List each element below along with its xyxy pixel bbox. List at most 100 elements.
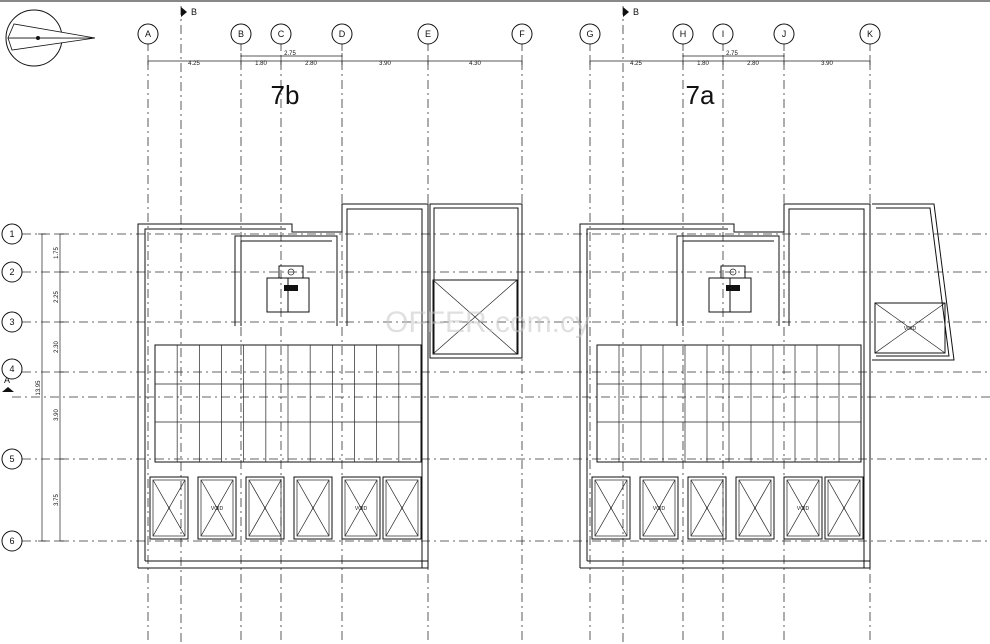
grid-bubble-a: A bbox=[137, 23, 159, 45]
row-bubble-5: 5 bbox=[1, 448, 23, 470]
svg-text:1.80: 1.80 bbox=[255, 61, 267, 67]
void-row-7a: X VOID X X VOID X bbox=[591, 476, 864, 540]
grid-bubble-e: E bbox=[417, 23, 439, 45]
building-outline-7a bbox=[579, 203, 871, 569]
grid-bubble-i: I bbox=[712, 23, 734, 45]
svg-text:D: D bbox=[339, 29, 346, 39]
tile-grid-7b bbox=[154, 344, 422, 463]
grid-bubble-f: F bbox=[511, 23, 533, 45]
void-panel: X bbox=[382, 476, 422, 540]
void-label: VOID bbox=[211, 506, 224, 512]
svg-text:1: 1 bbox=[9, 229, 14, 239]
void-panel: X bbox=[245, 476, 285, 540]
svg-text:B: B bbox=[633, 7, 639, 17]
svg-text:A: A bbox=[145, 29, 151, 39]
void-panel: VOID bbox=[197, 476, 237, 540]
plan-title-7b: 7b bbox=[271, 80, 300, 110]
void-panel: X bbox=[735, 476, 775, 540]
void-label: X bbox=[609, 506, 613, 512]
svg-text:1.80: 1.80 bbox=[697, 61, 709, 67]
grid-bubble-g: G bbox=[579, 23, 601, 45]
svg-text:4: 4 bbox=[9, 364, 14, 374]
section-marker-b-right: B bbox=[623, 7, 639, 17]
void-row-7b: X VOID X X VOID X bbox=[149, 476, 422, 540]
svg-text:2.25: 2.25 bbox=[54, 291, 60, 303]
grid-bubble-k: K bbox=[859, 23, 881, 45]
void-label: X bbox=[705, 506, 709, 512]
side-bay-7a: VOID bbox=[872, 203, 955, 361]
plan-title-7a: 7a bbox=[686, 80, 715, 110]
void-panel: X bbox=[824, 476, 864, 540]
void-label: X bbox=[842, 506, 846, 512]
svg-text:B: B bbox=[238, 29, 244, 39]
equipment-symbol-7b bbox=[266, 265, 310, 313]
svg-text:4.25: 4.25 bbox=[188, 61, 200, 67]
svg-text:2.30: 2.30 bbox=[54, 341, 60, 353]
watermark: OFFER.com.cy bbox=[385, 306, 590, 339]
svg-text:A: A bbox=[4, 375, 10, 385]
side-bay-7b bbox=[429, 203, 523, 359]
row-bubble-1: 1 bbox=[1, 223, 23, 245]
row-bubble-6: 6 bbox=[1, 530, 23, 552]
void-label: X bbox=[167, 506, 171, 512]
void-panel: X bbox=[293, 476, 333, 540]
equipment-symbol-7a bbox=[708, 265, 752, 313]
vertical-gridlines bbox=[147, 6, 871, 644]
svg-text:2.75: 2.75 bbox=[284, 51, 296, 57]
svg-text:13.95: 13.95 bbox=[36, 380, 42, 396]
tile-grid-7a bbox=[596, 344, 862, 463]
grid-bubble-c: C bbox=[270, 23, 292, 45]
void-panel: X bbox=[149, 476, 189, 540]
grid-bubble-j: J bbox=[773, 23, 795, 45]
void-label: X bbox=[311, 506, 315, 512]
void-panel: X bbox=[687, 476, 727, 540]
grid-bubble-d: D bbox=[331, 23, 353, 45]
void-panel: VOID bbox=[783, 476, 823, 540]
svg-text:G: G bbox=[586, 29, 593, 39]
row-bubble-4: 4 bbox=[1, 358, 23, 380]
void-panel: VOID bbox=[341, 476, 381, 540]
svg-text:4.25: 4.25 bbox=[630, 61, 642, 67]
svg-text:E: E bbox=[425, 29, 431, 39]
svg-text:3.90: 3.90 bbox=[821, 61, 833, 67]
svg-text:6: 6 bbox=[9, 536, 14, 546]
void-label: X bbox=[753, 506, 757, 512]
svg-text:1.75: 1.75 bbox=[54, 247, 60, 259]
void-label: X bbox=[400, 506, 404, 512]
section-marker-b-left: B bbox=[181, 7, 197, 17]
svg-text:2.80: 2.80 bbox=[305, 61, 317, 67]
void-label: X bbox=[263, 506, 267, 512]
svg-text:2.80: 2.80 bbox=[747, 61, 759, 67]
horizontal-gridlines bbox=[12, 233, 990, 542]
svg-text:B: B bbox=[191, 7, 197, 17]
building-outline-7b bbox=[137, 203, 429, 569]
row-bubble-2: 2 bbox=[1, 261, 23, 283]
svg-text:VOID: VOID bbox=[904, 326, 917, 332]
grid-bubble-b: B bbox=[230, 23, 252, 45]
svg-text:3.75: 3.75 bbox=[54, 494, 60, 506]
svg-text:3.90: 3.90 bbox=[379, 61, 391, 67]
row-bubble-3: 3 bbox=[1, 311, 23, 333]
svg-text:3.90: 3.90 bbox=[54, 409, 60, 421]
section-marker-a: A bbox=[2, 375, 14, 392]
svg-text:4.30: 4.30 bbox=[469, 61, 481, 67]
svg-text:K: K bbox=[867, 29, 873, 39]
svg-text:J: J bbox=[782, 29, 787, 39]
svg-text:I: I bbox=[722, 29, 725, 39]
svg-text:3: 3 bbox=[9, 317, 14, 327]
svg-text:2.75: 2.75 bbox=[726, 51, 738, 57]
void-label: VOID bbox=[653, 506, 666, 512]
svg-text:2: 2 bbox=[9, 267, 14, 277]
void-label: VOID bbox=[355, 506, 368, 512]
grid-bubble-h: H bbox=[672, 23, 694, 45]
dimension-chain-7a: 2.75 4.25 1.80 2.80 3.90 bbox=[589, 51, 871, 67]
void-panel: VOID bbox=[639, 476, 679, 540]
svg-text:F: F bbox=[519, 29, 525, 39]
dimension-chain-7b: 2.75 4.25 1.80 2.80 3.90 4.30 bbox=[147, 51, 523, 67]
void-panel: X bbox=[591, 476, 631, 540]
svg-text:5: 5 bbox=[9, 454, 14, 464]
north-arrow-icon bbox=[5, 9, 96, 67]
svg-text:C: C bbox=[278, 29, 285, 39]
row-dimension-chain: 1.75 2.25 2.30 3.90 3.75 13.95 bbox=[36, 233, 64, 542]
